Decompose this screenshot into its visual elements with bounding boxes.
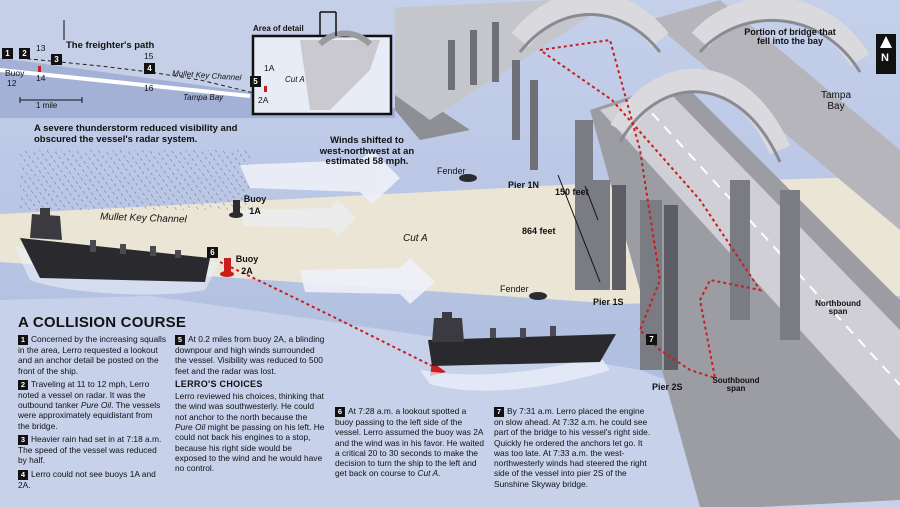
pier-1s-label: Pier 1S (593, 297, 624, 307)
area-of-detail-label: Area of detail (253, 24, 304, 33)
headline: A COLLISION COURSE (18, 314, 187, 331)
fender-label-2: Fender (500, 284, 529, 294)
step-1-num: 1 (18, 335, 28, 345)
inset-bay-label: Tampa Bay (183, 93, 224, 102)
ship-collision (420, 312, 616, 391)
inset-step-2: 2 (19, 48, 30, 59)
wind-arrow-2 (300, 258, 435, 304)
pier-2s-shape (640, 200, 662, 370)
bridge-truss-edge (518, 13, 862, 163)
cut-label: Cut A (403, 233, 428, 244)
storm-note: A severe thunderstorm reduced visibility… (34, 123, 238, 145)
northbound-deck (650, 0, 900, 230)
map-step-7: 7 (646, 334, 657, 345)
north-label: N (881, 52, 889, 64)
inset-buoy-15: 15 (144, 51, 154, 61)
inset-buoy-label: Buoy (5, 68, 25, 78)
inset-step-1: 1 (2, 48, 13, 59)
rain-area (20, 150, 250, 210)
inset-buoy-12: 12 (7, 78, 17, 88)
inset-path (19, 57, 301, 103)
inset-channel (0, 68, 251, 98)
causeway-piers (448, 22, 538, 170)
fallen-span-outline (539, 38, 763, 380)
causeway (380, 0, 620, 170)
buoy-2a-shape (220, 258, 234, 277)
wind-note: Winds shifted to west-northwest at an es… (319, 135, 415, 167)
bridge-piers (575, 120, 800, 370)
step-7-num: 7 (494, 407, 504, 417)
north-arrow-icon (880, 36, 892, 48)
buoy-1a-label: Buoy 1A (243, 194, 267, 216)
ship-left (14, 208, 220, 295)
fender-shape-2 (529, 292, 547, 300)
scale-label: 1 mile (36, 101, 58, 110)
wind-arrow-3 (240, 200, 356, 236)
wind-arrows (240, 150, 435, 304)
step-4-num: 4 (18, 469, 28, 480)
height-label: 150 feet (555, 187, 589, 197)
fender-label-1: Fender (437, 166, 466, 176)
inset-step-3: 3 (51, 54, 62, 65)
pier-1s-shape (575, 120, 593, 290)
step-2-num: 2 (18, 379, 28, 390)
fallen-portion-label: Portion of bridge that fell into the bay (744, 27, 836, 47)
wind-arrow-1 (240, 150, 400, 204)
inset-buoy-2a: 2A (258, 95, 269, 105)
north-arrow-box (876, 34, 896, 74)
choices-subhead: LERRO'S CHOICES (175, 378, 263, 389)
inset-buoy-16: 16 (144, 83, 154, 93)
buoy-1a-shape (229, 200, 243, 218)
choices-text: Lerro reviewed his choices, thinking tha… (175, 391, 325, 474)
span-label: 864 feet (522, 226, 556, 236)
pier-1n-shape (590, 180, 610, 290)
freighter-path-label: The freighter's path (66, 40, 155, 51)
step-6-num: 6 (335, 407, 345, 417)
inset-buoy-1a: 1A (264, 63, 275, 73)
buoy-2a-label: Buoy 2A (235, 254, 259, 276)
fender-shape-1 (459, 174, 477, 182)
ship-path-lower (219, 261, 441, 371)
step-5-num: 5 (175, 335, 185, 345)
bridge-truss (511, 0, 870, 155)
story-panel-bg (0, 296, 900, 507)
inset-buoy-13: 13 (36, 43, 46, 53)
southbound-label: Southbound span (712, 376, 760, 394)
step-3-num: 3 (18, 435, 28, 446)
pier-2s-label: Pier 2S (652, 382, 683, 392)
inset-step-5: 5 (250, 76, 261, 87)
dimension-lines (557, 174, 601, 283)
map-step-6: 6 (207, 247, 218, 258)
pier-1n-label: Pier 1N (508, 180, 540, 190)
tampa-bay-label: Tampa Bay (820, 90, 851, 112)
inset-buoy-14: 14 (36, 73, 46, 83)
causeway-deck (385, 0, 615, 120)
inset-step-4: 4 (144, 63, 155, 74)
step-1-text: Concerned by the increasing squalls in t… (18, 334, 167, 376)
inset-cut-label: Cut A (285, 75, 305, 84)
northbound-label: Northbound span (815, 299, 861, 317)
